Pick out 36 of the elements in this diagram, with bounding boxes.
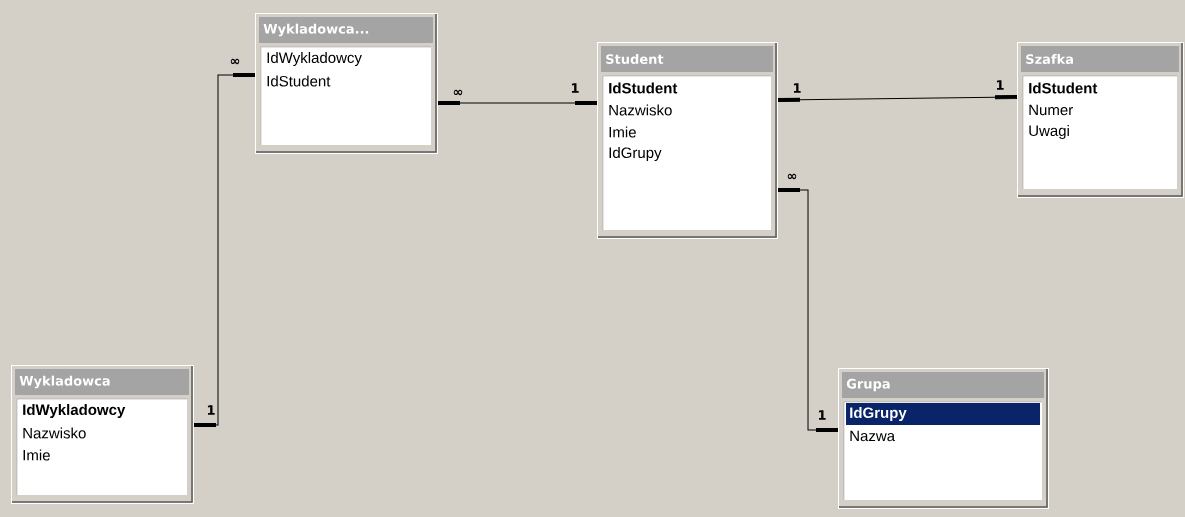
relationship-line (194, 73, 255, 427)
field-name: Imie (23, 449, 50, 461)
table-title: Student (601, 46, 773, 72)
table-title: Grupa (842, 372, 1044, 398)
cardinality-mark: 1 (996, 80, 1004, 90)
table-title: Szafka (1021, 46, 1179, 72)
field-name: IdStudent (1029, 82, 1098, 94)
field-name: Nazwa (850, 430, 896, 442)
table-box (597, 42, 778, 239)
field-name: IdStudent (267, 75, 331, 87)
field-name: Numer (1029, 104, 1073, 116)
selected-field: IdGrupy (846, 403, 1040, 425)
field-name: IdGrupy (609, 147, 662, 161)
relationship-line (438, 101, 597, 105)
field-name: IdStudent (609, 82, 678, 94)
field-name: Imie (609, 126, 636, 138)
field-name: IdWykladowcy (23, 404, 126, 418)
cardinality-mark: 1 (571, 83, 579, 93)
cardinality-mark: ∞ (230, 58, 240, 65)
table-title: Wykladowca (15, 369, 189, 395)
cardinality-mark: 1 (793, 83, 801, 93)
relationship-line (778, 95, 1018, 102)
table-box (838, 368, 1049, 509)
table-title: Wykladowca... (259, 17, 433, 43)
table-box (11, 365, 194, 504)
cardinality-mark: ∞ (787, 173, 797, 180)
field-name: Nazwisko (609, 104, 672, 116)
relationship-line (778, 188, 838, 432)
cardinality-mark: 1 (818, 410, 826, 420)
table-box (255, 13, 438, 154)
field-name: Uwagi (1029, 125, 1069, 139)
cardinality-mark: 1 (207, 405, 215, 415)
table-box (1017, 42, 1184, 198)
field-name: Nazwisko (23, 427, 86, 439)
field-name: IdWykladowcy (267, 52, 362, 66)
cardinality-mark: ∞ (453, 89, 463, 96)
